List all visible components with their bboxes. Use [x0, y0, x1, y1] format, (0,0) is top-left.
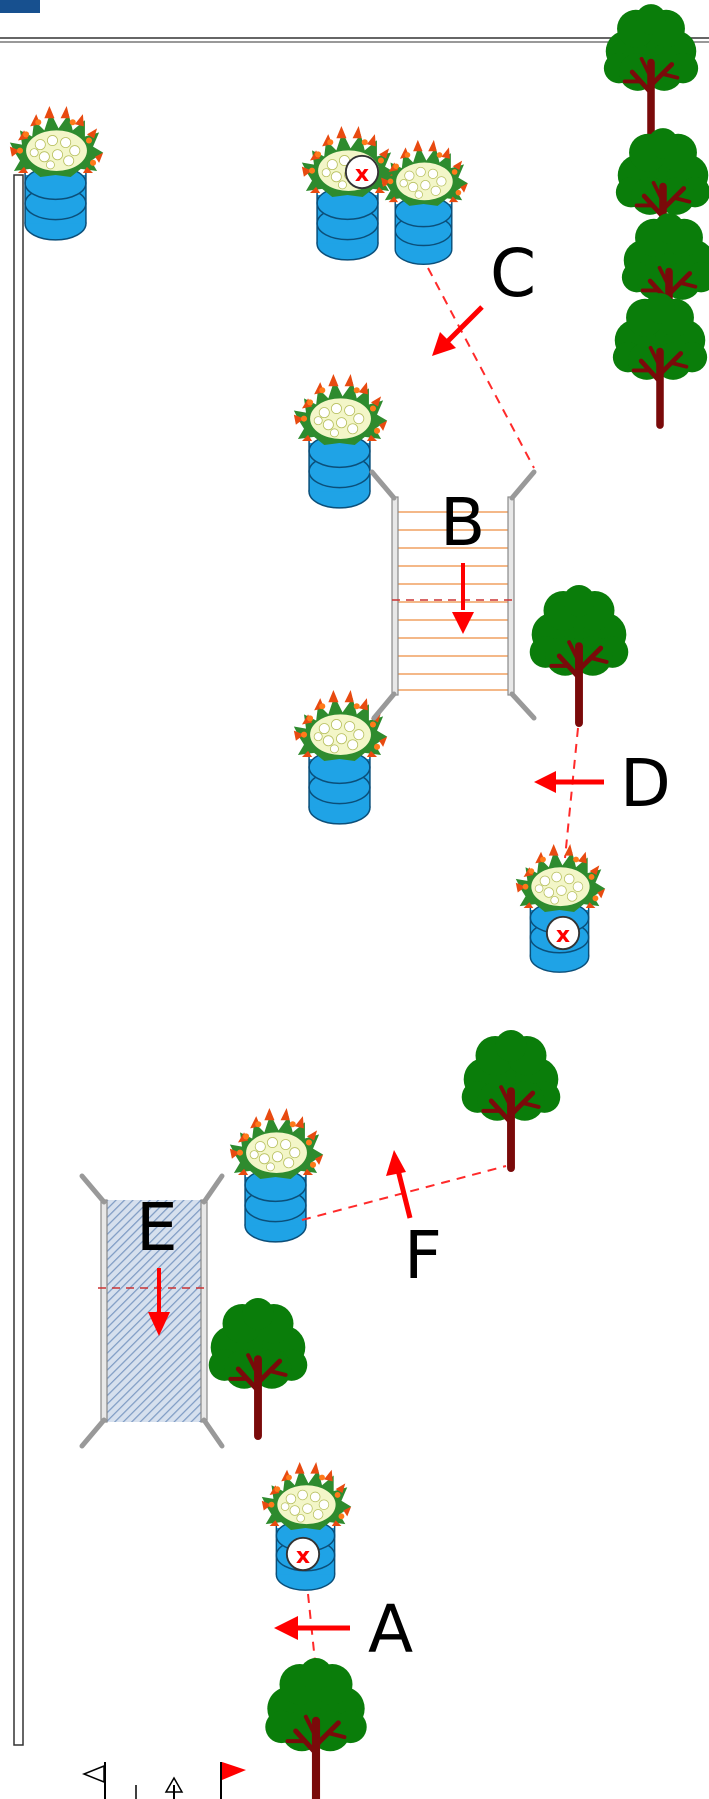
obstacle-E [79, 1173, 225, 1449]
arrow-C [432, 305, 484, 356]
flower-barrel-icon [9, 105, 104, 241]
line-C [427, 267, 535, 469]
tree-icon [613, 293, 707, 425]
x-marker-icon: x [285, 1536, 321, 1572]
tree-icon [604, 4, 698, 136]
flower-barrel-icon [260, 1461, 352, 1591]
flag-icon [220, 1762, 246, 1799]
tree-icon [462, 1030, 561, 1168]
flower-barrel-icon [514, 843, 606, 973]
tree-icon [265, 1658, 366, 1799]
flower-barrel-icon [229, 1107, 324, 1243]
label-D: D [620, 745, 671, 822]
flower-barrel-icon [380, 139, 469, 266]
line-D [564, 727, 579, 859]
flag-icon [164, 1776, 184, 1799]
label-F: F [404, 1217, 442, 1294]
top-badge [0, 0, 40, 13]
flower-barrel-icon [293, 689, 388, 825]
left-fence [13, 174, 24, 1746]
arrow-D [534, 771, 604, 793]
tree-icon [209, 1298, 308, 1436]
label-C: C [490, 235, 536, 312]
arrow-F [386, 1150, 413, 1219]
arrow-B [452, 563, 474, 634]
tree-icon [530, 585, 629, 723]
svg-text:x: x [296, 1544, 310, 1569]
tree-row-right [604, 4, 709, 425]
x-marker-icon: x [344, 154, 380, 190]
label-A: A [368, 1591, 413, 1668]
x-marker-icon: x [545, 915, 581, 951]
svg-text:x: x [556, 923, 570, 948]
obstacle-B [293, 373, 537, 825]
label-E: E [136, 1189, 178, 1266]
arrow-A [274, 1616, 350, 1640]
flag-icon [81, 1762, 106, 1799]
flower-barrel-icon [293, 373, 388, 509]
line-F [301, 1165, 507, 1221]
arrow-E [148, 1268, 170, 1336]
label-B: B [440, 484, 485, 561]
flower-barrel-icon [301, 125, 396, 261]
svg-text:x: x [355, 162, 369, 187]
